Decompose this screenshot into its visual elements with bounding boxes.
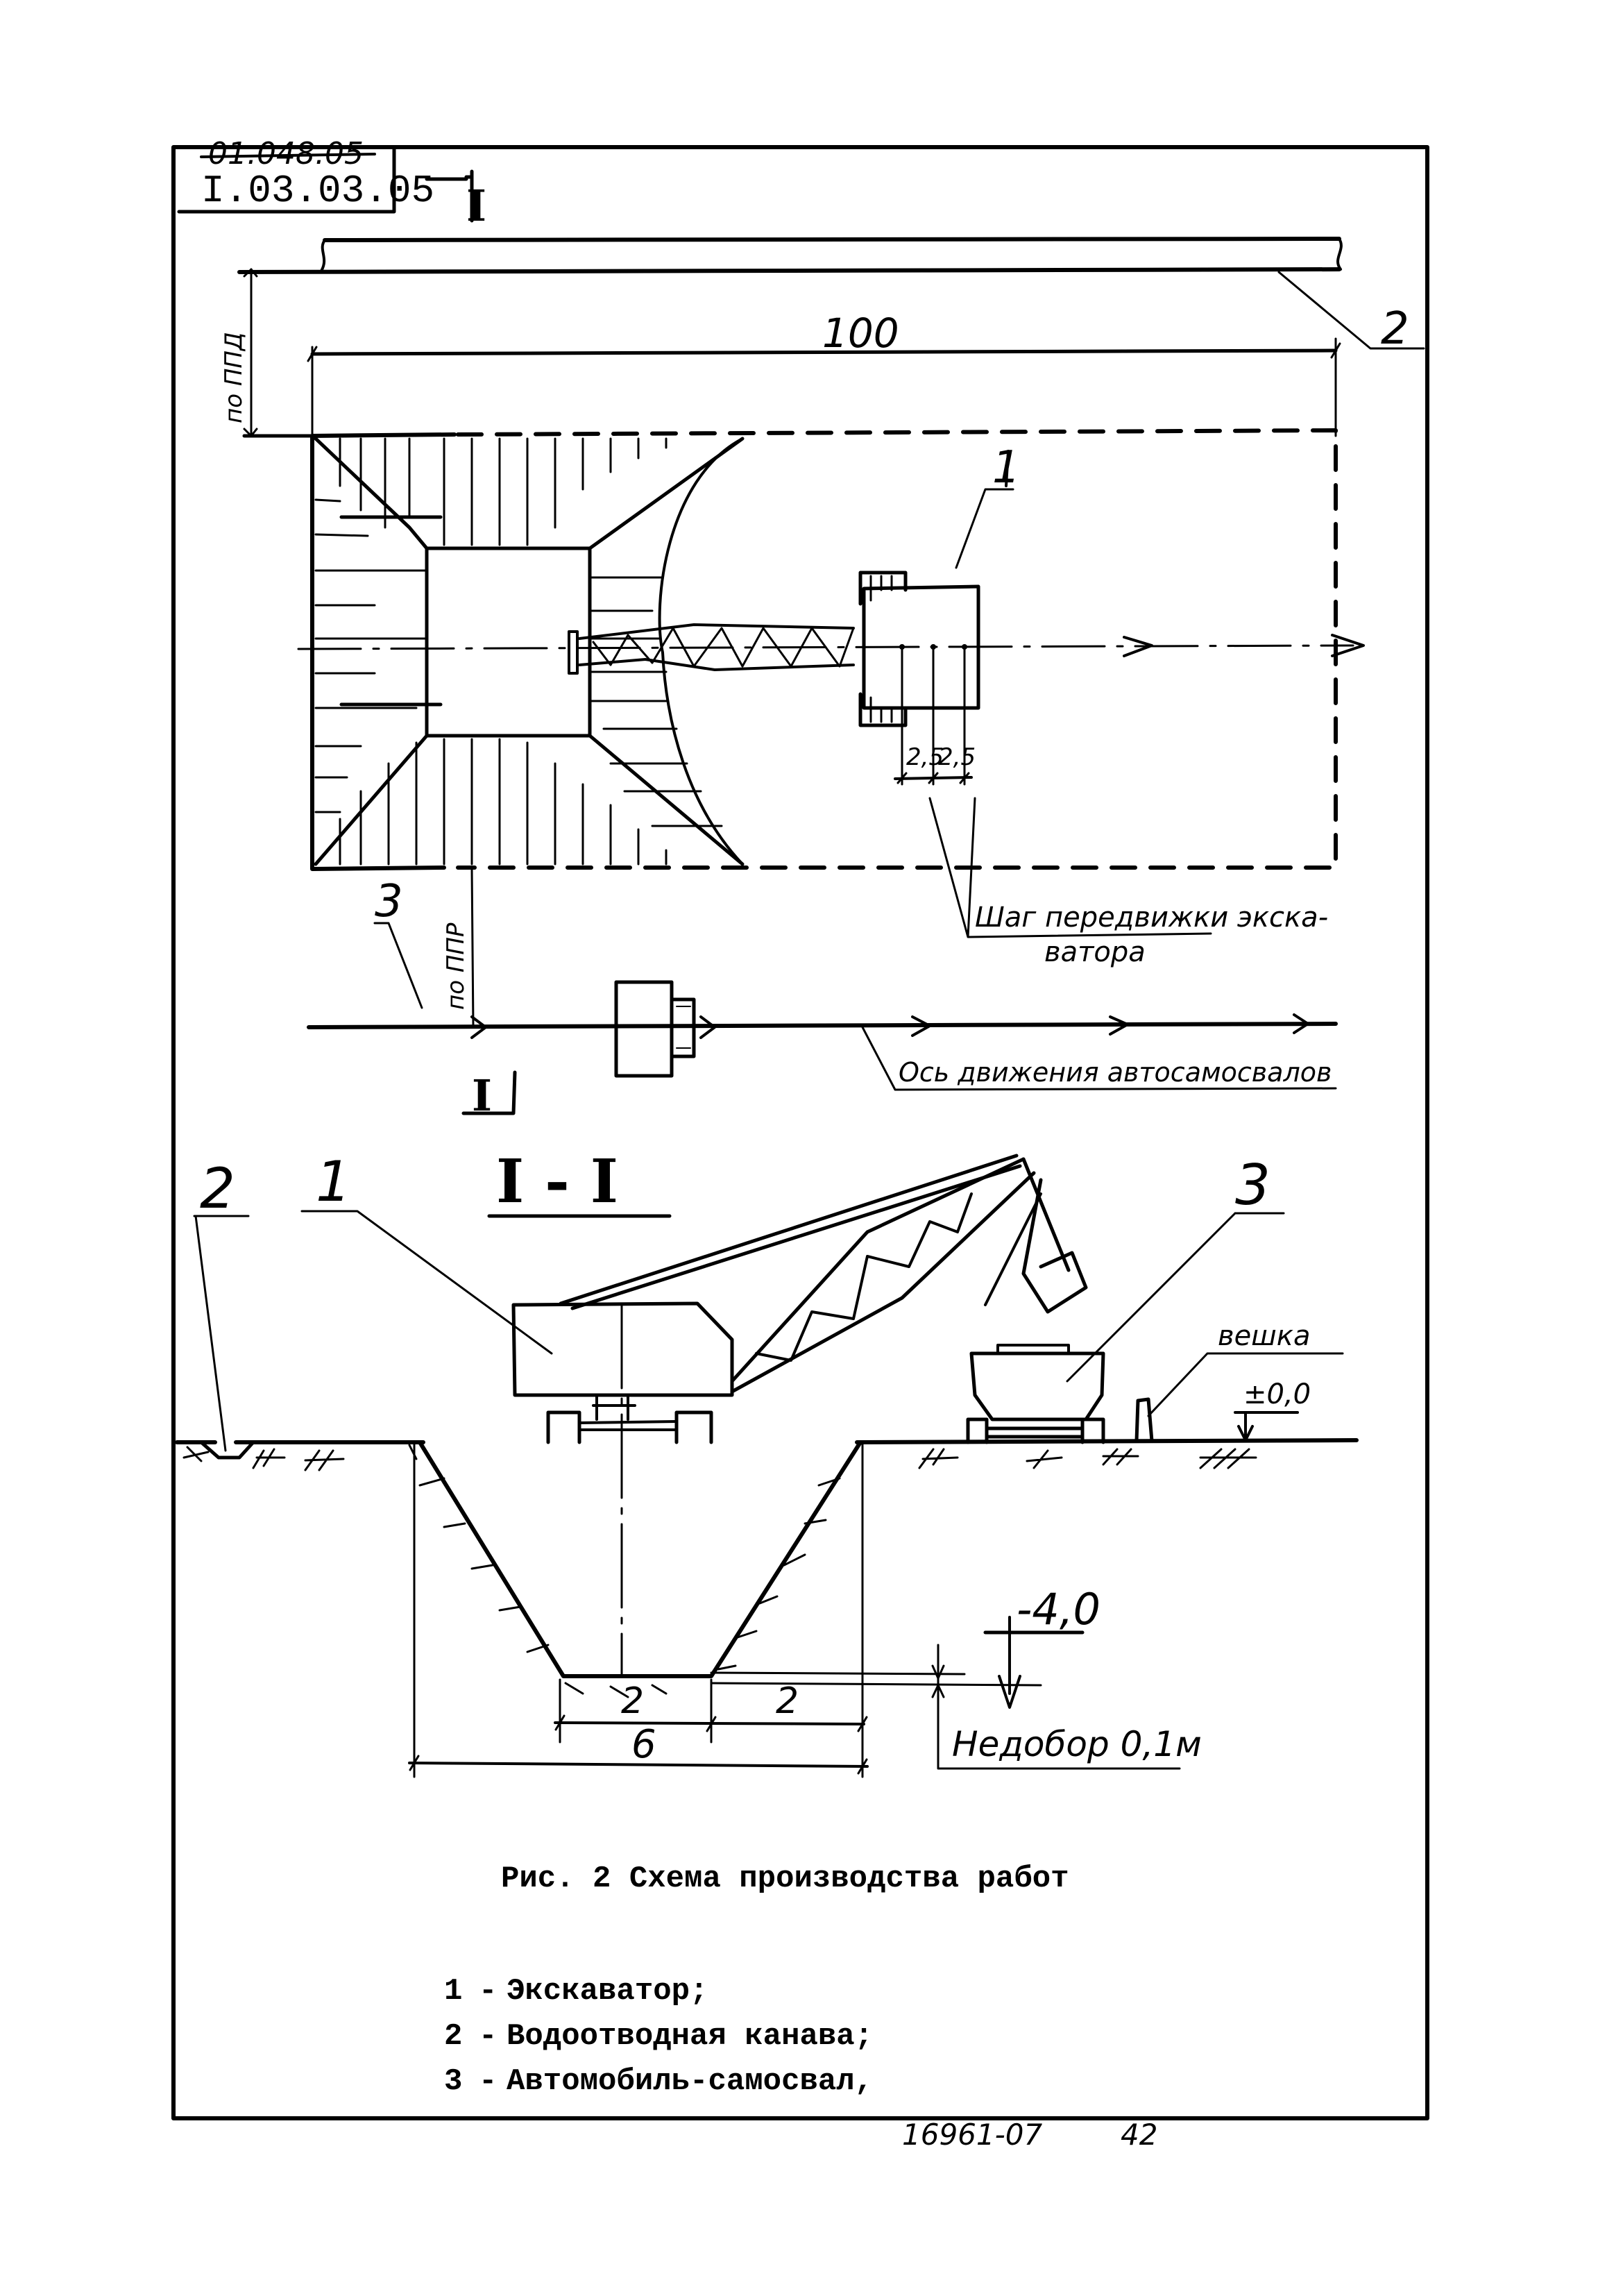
- stamp-code: I.03.03.05: [201, 169, 434, 213]
- step-note-line-1: Шаг передвижки экска-: [975, 902, 1328, 934]
- pit-plan: [310, 428, 1338, 871]
- bottom-width-dim-2: 2: [776, 1680, 799, 1722]
- ground-level: ±0,0: [1243, 1378, 1311, 1410]
- section-title-label: I - I: [496, 1147, 618, 1217]
- excavator-section: 1: [300, 1149, 1088, 1444]
- legend-text-2: Водоотводная канава;: [507, 2019, 873, 2054]
- footer: 16961-07 42: [902, 2118, 1157, 2152]
- section-title: I - I: [487, 1147, 672, 1218]
- legend-dash-2: -: [479, 2019, 497, 2054]
- legend-text-1: Экскаватор;: [507, 1974, 708, 2009]
- caption-title: Рис. 2 Схема производства работ: [501, 1862, 1069, 1896]
- ditch-callout-section: 2: [193, 1156, 250, 1452]
- bottom-width-dim-1: 2: [621, 1680, 644, 1722]
- dimension-length-label: 100: [822, 310, 899, 357]
- stamp-box: 01.048.05 I.03.03.05: [171, 136, 434, 214]
- marker-pole: вешка: [1134, 1320, 1344, 1443]
- offset-label-bottom: по ППР: [442, 922, 470, 1010]
- step-note-line-2: ватора: [1044, 936, 1146, 968]
- callout-3-section: 3: [1235, 1153, 1270, 1217]
- sheet-frame: [171, 145, 1429, 2120]
- section-mark-label: I: [466, 180, 486, 231]
- underexcavation-note: Недобор 0,1м: [952, 1724, 1202, 1764]
- callout-3-plan: 3: [375, 876, 403, 927]
- ground-line: [175, 1438, 1359, 1471]
- level-marks: -4,0 Недобор 0,1м ±0,0: [710, 1378, 1311, 1770]
- callout-2-section: 2: [200, 1156, 235, 1221]
- legend-num-2: 2: [444, 2019, 462, 2054]
- truck-axis-note: Ось движения автосамосвалов: [899, 1057, 1332, 1088]
- legend-dash-3: -: [479, 2064, 497, 2099]
- step-dim-2: 2,5: [938, 743, 976, 771]
- legend-dash-1: -: [479, 1974, 497, 2009]
- step-note: Шаг передвижки экска- ватора: [928, 797, 1328, 968]
- step-dim-1: 2,5: [906, 743, 944, 771]
- truck-section: 3: [966, 1153, 1285, 1444]
- drainage-ditch-plan: 2: [237, 237, 1425, 355]
- offset-label-top: по ППД: [220, 332, 248, 423]
- section-mark-top: I: [425, 169, 486, 231]
- trench-section: 2 2 6: [408, 1303, 869, 1778]
- dimension-length: 100: [307, 310, 1341, 437]
- doc-number: 16961-07: [902, 2118, 1042, 2152]
- page-number: 42: [1121, 2118, 1157, 2152]
- legend-num-1: 1: [444, 1974, 462, 2009]
- truck-path-plan: по ППР 3 Ось движения автосамосвалов: [307, 866, 1338, 1091]
- bottom-level: -4,0: [1017, 1584, 1100, 1635]
- callout-1-section: 1: [316, 1149, 351, 1214]
- section-mark-bottom: I: [461, 1070, 517, 1121]
- marker-label: вешка: [1218, 1320, 1310, 1352]
- figure-caption: Рис. 2 Схема производства работ 1 - Экск…: [444, 1862, 1069, 2099]
- excavator-plan: 2,5 2,5 1: [568, 442, 1021, 786]
- callout-2-plan: 2: [1381, 303, 1409, 355]
- legend-text-3: Автомобиль-самосвал,: [507, 2064, 873, 2099]
- dimension-offset-top: по ППД: [220, 268, 321, 438]
- strike-through: [200, 153, 376, 158]
- legend-num-3: 3: [444, 2064, 462, 2099]
- top-width-dim: 6: [631, 1722, 656, 1767]
- callout-1-plan: 1: [992, 442, 1021, 493]
